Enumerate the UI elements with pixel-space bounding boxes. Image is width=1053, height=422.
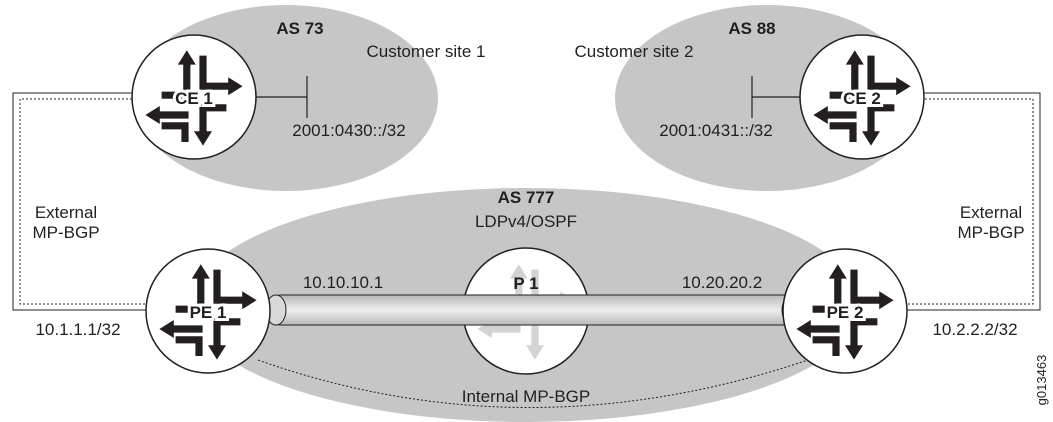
site2-prefix: 2001:0431::/32 <box>659 121 772 140</box>
pe1-interface-address: 10.10.10.1 <box>303 273 383 292</box>
external-bgp-left-line1: External <box>35 203 97 222</box>
pe2-label: PE 2 <box>827 303 864 322</box>
external-bgp-right-line1: External <box>960 203 1022 222</box>
external-bgp-right-line2: MP-BGP <box>957 223 1024 242</box>
site2-as-label: AS 88 <box>728 19 775 38</box>
pe2-router[interactable] <box>782 248 908 374</box>
site1-prefix: 2001:0430::/32 <box>292 121 405 140</box>
external-bgp-left-path <box>12 92 147 311</box>
pe1-loopback: 10.1.1.1/32 <box>35 320 120 339</box>
site1-prefix-line <box>256 76 308 118</box>
site1-as-label: AS 73 <box>276 19 323 38</box>
ce2-label: CE 2 <box>843 89 881 108</box>
pe2-loopback: 10.2.2.2/32 <box>932 320 1017 339</box>
pe2-interface-address: 10.20.20.2 <box>682 273 762 292</box>
pe1-router[interactable] <box>145 248 271 374</box>
site2-name: Customer site 2 <box>574 42 693 61</box>
external-bgp-right-path <box>906 92 1041 311</box>
figure-id: g013463 <box>1034 355 1049 406</box>
site2-prefix-line <box>751 76 800 118</box>
core-protocol: LDPv4/OSPF <box>475 212 577 231</box>
ce1-label: CE 1 <box>175 89 213 108</box>
ce1-router[interactable] <box>131 34 257 160</box>
pe1-label: PE 1 <box>190 303 227 322</box>
internal-bgp-session <box>257 359 809 408</box>
core-as-label: AS 777 <box>498 188 555 207</box>
p1-label: P 1 <box>513 274 538 293</box>
ce2-router[interactable] <box>799 34 925 160</box>
lsp-tunnel <box>275 294 793 326</box>
site1-name: Customer site 1 <box>366 42 485 61</box>
internal-bgp-label: Internal MP-BGP <box>462 387 591 406</box>
external-bgp-left-line2: MP-BGP <box>32 223 99 242</box>
